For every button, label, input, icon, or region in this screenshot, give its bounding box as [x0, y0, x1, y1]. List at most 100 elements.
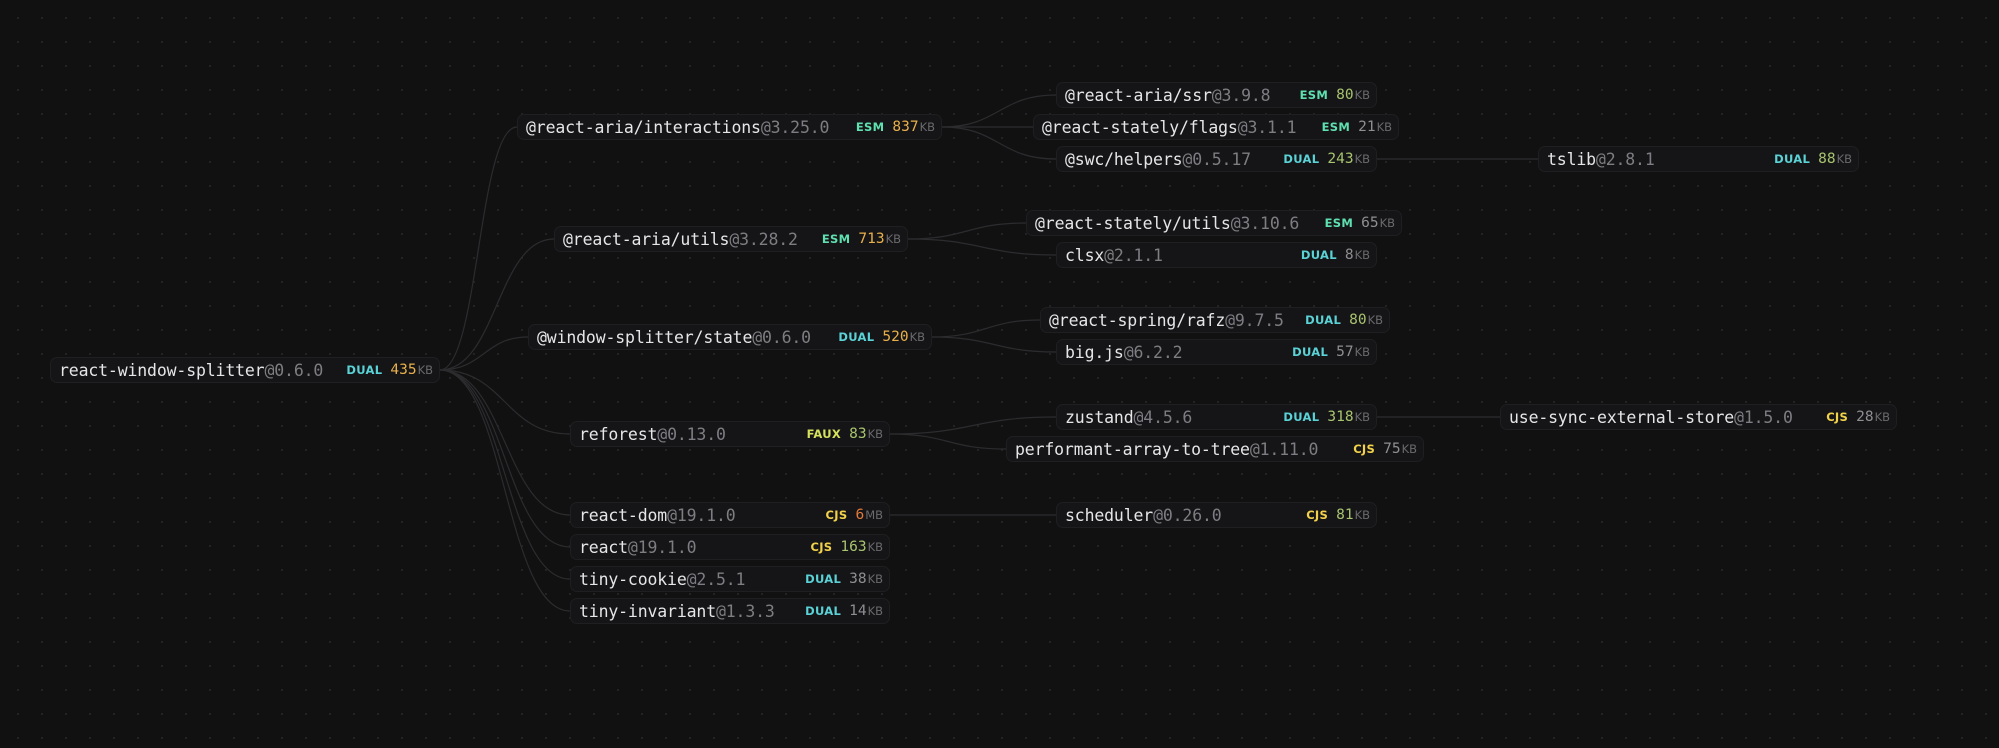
package-size-unit: KB — [867, 427, 883, 441]
package-size: 65 — [1361, 215, 1379, 231]
package-name: tiny-invariant — [579, 601, 716, 621]
module-format-badge: DUAL — [1283, 410, 1320, 424]
package-size: 163 — [840, 539, 867, 555]
module-format-badge: ESM — [1321, 120, 1351, 134]
package-size-unit: KB — [1354, 88, 1370, 102]
package-name: @window-splitter/state — [537, 327, 753, 347]
package-label: @react-stately/flags@3.1.1 — [1042, 117, 1297, 137]
module-format-badge: ESM — [821, 232, 851, 246]
package-size-unit: KB — [1354, 248, 1370, 262]
package-size: 21 — [1358, 119, 1376, 135]
package-label: @react-aria/utils@3.28.2 — [563, 230, 798, 249]
package-name: tiny-cookie — [579, 569, 687, 589]
module-format-badge: DUAL — [1300, 248, 1337, 262]
package-version: @0.5.17 — [1182, 149, 1251, 169]
module-format-badge: CJS — [1826, 410, 1849, 424]
package-size-unit: KB — [1836, 152, 1852, 166]
package-size: 38 — [849, 571, 867, 587]
package-size-unit: KB — [1354, 508, 1370, 522]
package-size-unit: KB — [1401, 442, 1417, 456]
package-name: @react-stately/utils — [1035, 213, 1231, 233]
package-label: @window-splitter/state@0.6.0 — [537, 328, 811, 347]
package-label: react-window-splitter@0.6.0 — [59, 361, 323, 380]
package-name: @react-aria/interactions — [526, 117, 761, 137]
module-format-badge: DUAL — [838, 330, 875, 344]
package-version: @19.1.0 — [627, 537, 697, 557]
module-format-badge: DUAL — [1283, 152, 1320, 166]
package-size: 83 — [849, 426, 867, 442]
package-version: @3.9.8 — [1211, 85, 1271, 105]
package-size-unit: KB — [417, 363, 433, 377]
package-size: 88 — [1818, 151, 1836, 167]
package-size: 6 — [855, 507, 865, 523]
module-format-badge: DUAL — [1292, 345, 1329, 359]
module-format-badge: CJS — [810, 540, 833, 554]
package-version: @3.28.2 — [729, 229, 798, 249]
package-label: tiny-invariant@1.3.3 — [579, 602, 775, 621]
package-version: @0.6.0 — [752, 327, 811, 347]
package-size: 80 — [1336, 87, 1354, 103]
package-label: scheduler@0.26.0 — [1065, 506, 1222, 525]
package-size-unit: KB — [1367, 313, 1383, 327]
dependency-edge — [439, 369, 571, 580]
package-label: @react-aria/ssr@3.9.8 — [1065, 85, 1271, 105]
module-format-badge: ESM — [855, 120, 885, 134]
package-size-unit: KB — [1354, 345, 1370, 359]
package-size: 318 — [1327, 409, 1354, 425]
dependency-edge — [889, 416, 1057, 435]
package-size-unit: KB — [867, 604, 883, 618]
package-version: @0.26.0 — [1153, 505, 1222, 525]
package-label: use-sync-external-store@1.5.0 — [1509, 408, 1793, 427]
package-size: 8 — [1344, 247, 1354, 263]
package-size-unit: KB — [919, 120, 935, 134]
package-size: 81 — [1336, 507, 1354, 523]
package-version: @0.6.0 — [264, 360, 324, 380]
dependency-edge — [931, 319, 1041, 338]
package-name: performant-array-to-tree — [1015, 439, 1250, 459]
package-version: @3.25.0 — [760, 117, 830, 137]
package-version: @3.1.1 — [1237, 117, 1297, 137]
package-name: zustand — [1065, 407, 1134, 427]
package-size: 28 — [1856, 409, 1874, 425]
package-version: @3.10.6 — [1230, 213, 1300, 233]
package-version: @4.5.6 — [1133, 407, 1193, 427]
module-format-badge: ESM — [1324, 216, 1354, 230]
package-name: @react-spring/rafz — [1049, 310, 1226, 330]
dependency-edge — [931, 336, 1057, 353]
dependency-edge — [439, 126, 518, 371]
package-size-unit: KB — [1874, 410, 1890, 424]
dependency-edge — [907, 238, 1057, 256]
package-size: 57 — [1336, 344, 1354, 360]
package-label: @react-stately/utils@3.10.6 — [1035, 214, 1299, 233]
